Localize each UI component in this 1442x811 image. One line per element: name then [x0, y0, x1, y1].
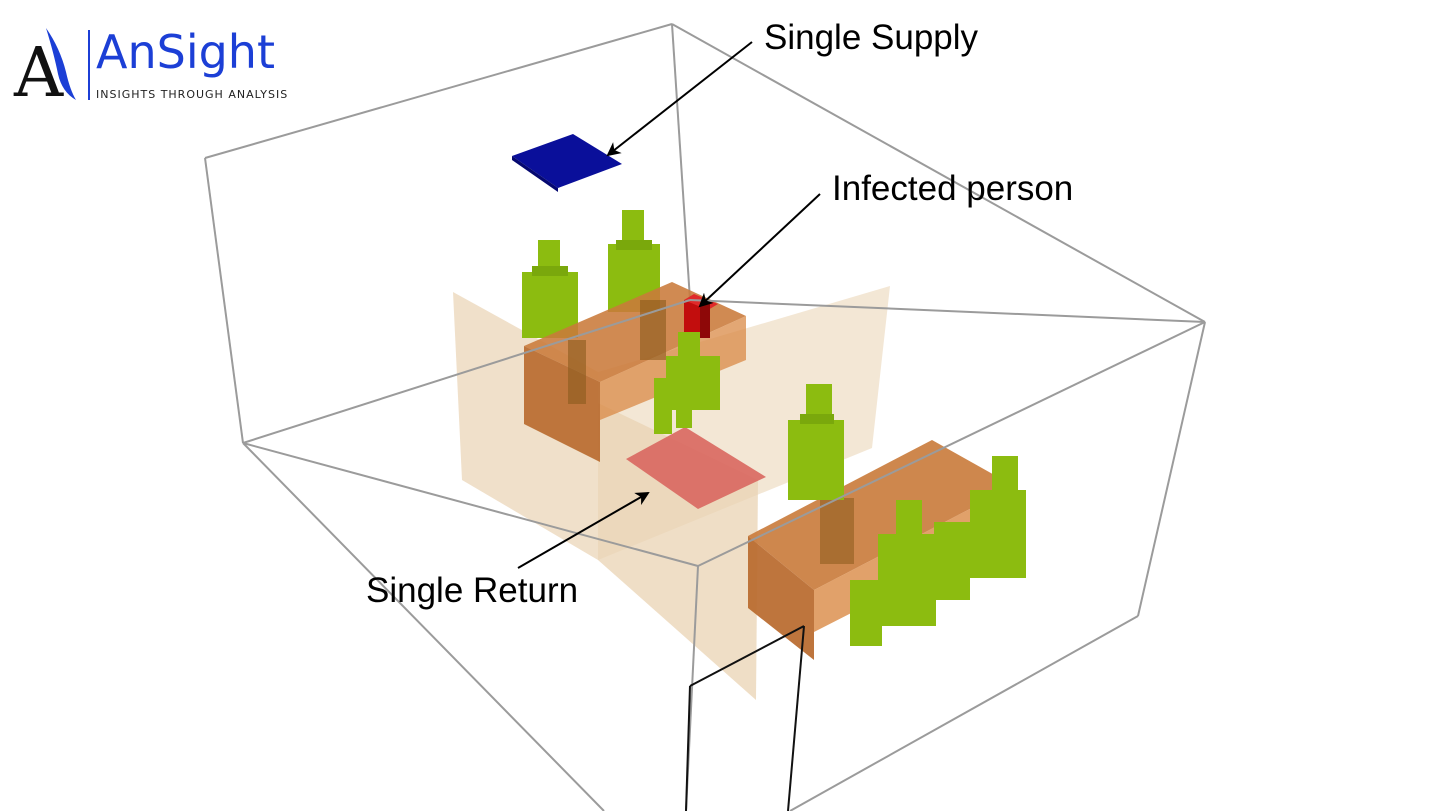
logo-wordmark: AnSight: [96, 25, 275, 79]
room-outline-front: [242, 299, 1206, 811]
stylized-a-logo-icon: A: [13, 28, 76, 113]
callout-supply: Single Supply: [606, 18, 979, 157]
callout-supply-arrow: [606, 41, 753, 157]
room-outline-back: [204, 23, 1206, 444]
occupant: [934, 456, 1026, 600]
svg-text:A: A: [13, 34, 64, 113]
door-frame: [685, 625, 805, 811]
logo: A AnSight INSIGHTS THROUGH ANALYSIS: [13, 25, 288, 113]
occupant-group-back: [522, 210, 660, 338]
callout-return-label: Single Return: [366, 571, 578, 610]
callout-return-arrow: [517, 492, 650, 569]
callout-supply-label: Single Supply: [764, 18, 979, 57]
occupant: [654, 332, 720, 434]
occupant-group-right: [788, 384, 1026, 646]
supply-vent: [512, 134, 622, 188]
callout-infected: Infected person: [698, 169, 1073, 308]
occupant: [788, 384, 844, 500]
supply-vent-edge: [512, 156, 558, 192]
callout-infected-arrow: [698, 193, 821, 308]
return-vent: [626, 427, 766, 509]
callout-infected-label: Infected person: [832, 169, 1073, 208]
logo-tagline: INSIGHTS THROUGH ANALYSIS: [96, 88, 288, 101]
occupant: [522, 240, 578, 338]
occupant: [850, 500, 936, 646]
callout-return: Single Return: [366, 492, 650, 610]
